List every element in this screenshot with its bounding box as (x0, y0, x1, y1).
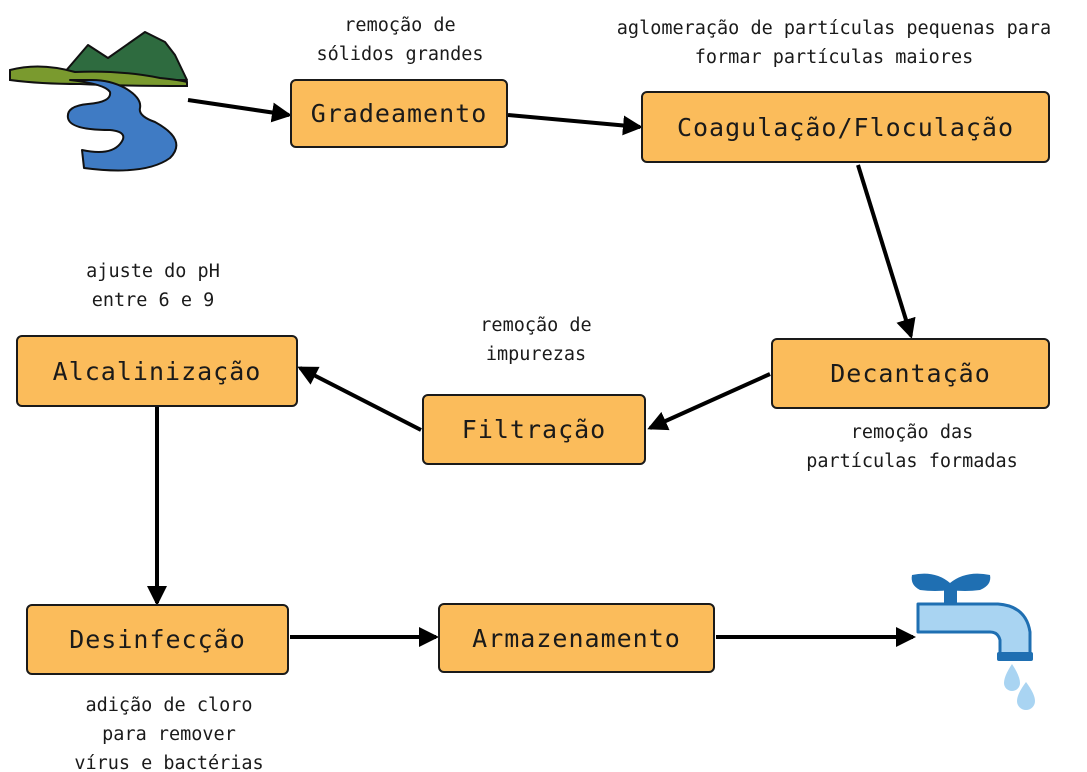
river-shape (66, 79, 178, 172)
note-filtracao-line-1: remoção de (480, 315, 592, 336)
arrow-filtracao-to-alcalinizacao (297, 366, 422, 432)
note-desinfeccao-line-2: para remover (102, 724, 236, 745)
note-coagulacao-line-1: aglomeração de partículas pequenas para (616, 18, 1052, 39)
water-drop-2 (1017, 682, 1035, 710)
step-gradeamento: Gradeamento (290, 79, 508, 148)
note-gradeamento-line-2: sólidos grandes (316, 44, 484, 65)
note-decantacao-line-2: partículas formadas (806, 451, 1018, 472)
mountain-shape (57, 31, 188, 81)
step-gradeamento-label: Gradeamento (310, 99, 488, 128)
note-alcalinizacao-line-1: ajuste do pH (86, 261, 220, 282)
note-filtracao-line-2: impurezas (485, 344, 587, 365)
step-coagulacao-label: Coagulação/Floculação (676, 112, 1015, 142)
arrow-gradeamento-to-coagulacao (507, 113, 643, 136)
faucet-body (916, 602, 1032, 657)
water-drop-1 (1004, 664, 1020, 691)
faucet-stem (944, 588, 957, 604)
note-gradeamento: remoção de sólidos grandes (300, 11, 500, 69)
step-coagulacao-floculacao: Coagulação/Floculação (641, 91, 1050, 163)
note-desinfeccao-line-1: adição de cloro (85, 695, 253, 716)
step-desinfeccao-label: Desinfecção (69, 625, 246, 654)
note-desinfeccao: adição de cloro para remover vírus e bac… (54, 691, 284, 772)
note-desinfeccao-line-3: vírus e bactérias (74, 753, 264, 772)
arrow-coagulacao-to-decantacao (856, 164, 916, 339)
step-filtracao: Filtração (422, 394, 646, 465)
note-alcalinizacao: ajuste do pH entre 6 e 9 (68, 257, 238, 315)
step-armazenamento: Armazenamento (438, 603, 715, 673)
step-alcalinizacao-label: Alcalinização (52, 356, 262, 386)
arrow-decantacao-to-filtracao (647, 372, 771, 431)
grass-bank (9, 65, 188, 88)
step-armazenamento-label: Armazenamento (472, 623, 681, 653)
faucet-handle (911, 573, 991, 591)
note-decantacao: remoção das partículas formadas (789, 418, 1035, 476)
arrow-source-to-gradeamento (187, 98, 292, 123)
step-decantacao-label: Decantação (830, 359, 991, 388)
note-decantacao-line-1: remoção das (850, 422, 974, 443)
step-desinfeccao: Desinfecção (26, 604, 289, 675)
note-filtracao: remoção de impurezas (450, 311, 622, 369)
step-alcalinizacao: Alcalinização (16, 335, 298, 407)
note-coagulacao: aglomeração de partículas pequenas para … (594, 14, 1074, 72)
step-filtracao-label: Filtração (461, 415, 607, 444)
note-gradeamento-line-1: remoção de (344, 15, 456, 36)
step-decantacao: Decantação (771, 338, 1050, 409)
faucet-outlet-ring (997, 652, 1033, 661)
note-coagulacao-line-2: formar partículas maiores (694, 47, 974, 68)
note-alcalinizacao-line-2: entre 6 e 9 (91, 290, 215, 311)
